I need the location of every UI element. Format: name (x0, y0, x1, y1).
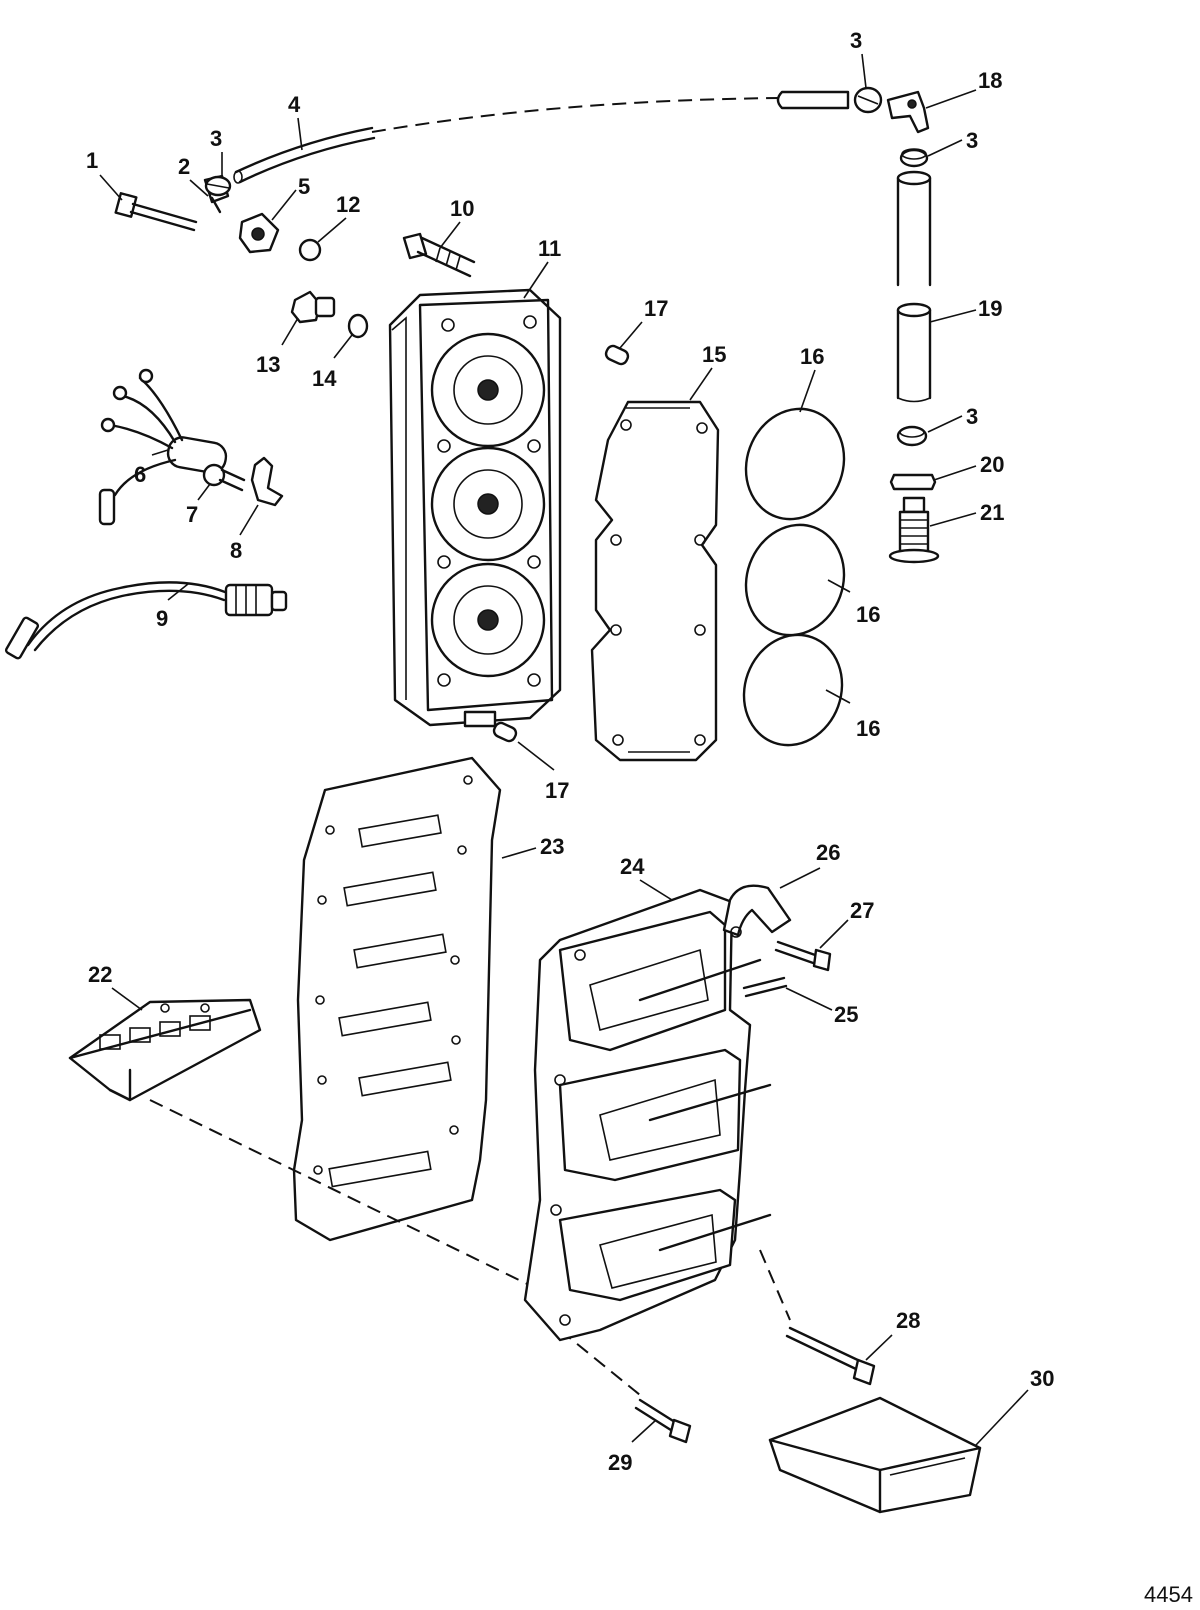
callout-26: 26 (816, 840, 840, 865)
callout-27: 27 (850, 898, 874, 923)
callout-10: 10 (450, 196, 474, 221)
callout-15: 15 (702, 342, 726, 367)
part-3-hose-clamp (896, 425, 928, 447)
part-9-temperature-sensor (4, 581, 288, 660)
part-25-stud (742, 976, 788, 998)
figure-number: 4454 (1144, 1582, 1193, 1607)
callout-16: 16 (856, 602, 880, 627)
part-3-hose-clamp (899, 148, 929, 168)
callout-12: 12 (336, 192, 360, 217)
callout-3: 3 (966, 128, 978, 153)
part-1-bolt (114, 192, 198, 232)
part-17-dowel-pin (604, 344, 630, 366)
part-21-fitting (888, 496, 940, 564)
callout-13: 13 (256, 352, 280, 377)
callout-23: 23 (540, 834, 564, 859)
combustion-chamber (430, 332, 546, 448)
part-4-hose-end (776, 90, 850, 110)
part-13-plug (290, 290, 336, 324)
callout-16: 16 (856, 716, 880, 741)
callout-16: 16 (800, 344, 824, 369)
callout-leader-lines (99, 53, 1029, 1446)
callout-5: 5 (298, 174, 310, 199)
part-29-bolt (634, 1398, 692, 1444)
intake-port (558, 1048, 742, 1182)
callout-labels: 1 2 3 3 3 3 4 5 6 7 8 9 10 11 12 13 14 1… (86, 28, 1054, 1475)
part-16-o-ring (744, 407, 846, 521)
part-20-nut (889, 473, 937, 491)
callout-22: 22 (88, 962, 112, 987)
part-30-cover-plate (768, 1396, 982, 1514)
callout-28: 28 (896, 1308, 920, 1333)
part-18-elbow-fitting (886, 90, 930, 134)
callout-20: 20 (980, 452, 1004, 477)
part-8-clip (250, 456, 284, 507)
part-5-fitting (238, 212, 280, 254)
combustion-chamber (430, 446, 546, 562)
part-24-intake-manifold (523, 888, 772, 1342)
part-28-bolt (785, 1326, 876, 1386)
callout-3: 3 (966, 404, 978, 429)
callout-30: 30 (1030, 1366, 1054, 1391)
assembly-dashed-lines (149, 97, 791, 1396)
part-23-reed-gasket (292, 756, 502, 1242)
part-7-screw (202, 463, 246, 492)
callout-17: 17 (644, 296, 668, 321)
part-12-o-ring (298, 238, 322, 262)
callout-14: 14 (312, 366, 337, 391)
callout-3: 3 (850, 28, 862, 53)
part-3-hose-clamp (853, 86, 883, 114)
callout-7: 7 (186, 502, 198, 527)
part-15-head-gasket (590, 400, 720, 762)
intake-port (558, 910, 727, 1052)
callout-25: 25 (834, 1002, 858, 1027)
callout-9: 9 (156, 606, 168, 631)
callout-2: 2 (178, 154, 190, 179)
intake-port (558, 1188, 737, 1302)
part-3-hose-clamp (204, 175, 232, 197)
part-16-o-ring (744, 523, 846, 637)
part-11-cylinder-head (388, 288, 562, 728)
part-22-reed-block (68, 998, 262, 1102)
callout-24: 24 (620, 854, 645, 879)
callout-1: 1 (86, 148, 98, 173)
callout-21: 21 (980, 500, 1004, 525)
part-14-washer (347, 313, 369, 339)
callout-29: 29 (608, 1450, 632, 1475)
callout-6: 6 (134, 462, 146, 487)
callout-19: 19 (978, 296, 1002, 321)
part-19-hose (896, 170, 932, 403)
part-10-bolt (402, 232, 476, 278)
callout-4: 4 (288, 92, 301, 117)
part-17-dowel-pin (492, 721, 518, 743)
part-27-bolt (774, 940, 832, 972)
callout-17: 17 (545, 778, 569, 803)
callout-11: 11 (538, 236, 561, 261)
callout-18: 18 (978, 68, 1002, 93)
part-16-o-ring (742, 633, 844, 747)
combustion-chamber (430, 562, 546, 678)
part-26-clamp-bracket (722, 884, 792, 938)
callout-8: 8 (230, 538, 242, 563)
part-6-wire-harness (98, 368, 228, 526)
callout-3: 3 (210, 126, 222, 151)
